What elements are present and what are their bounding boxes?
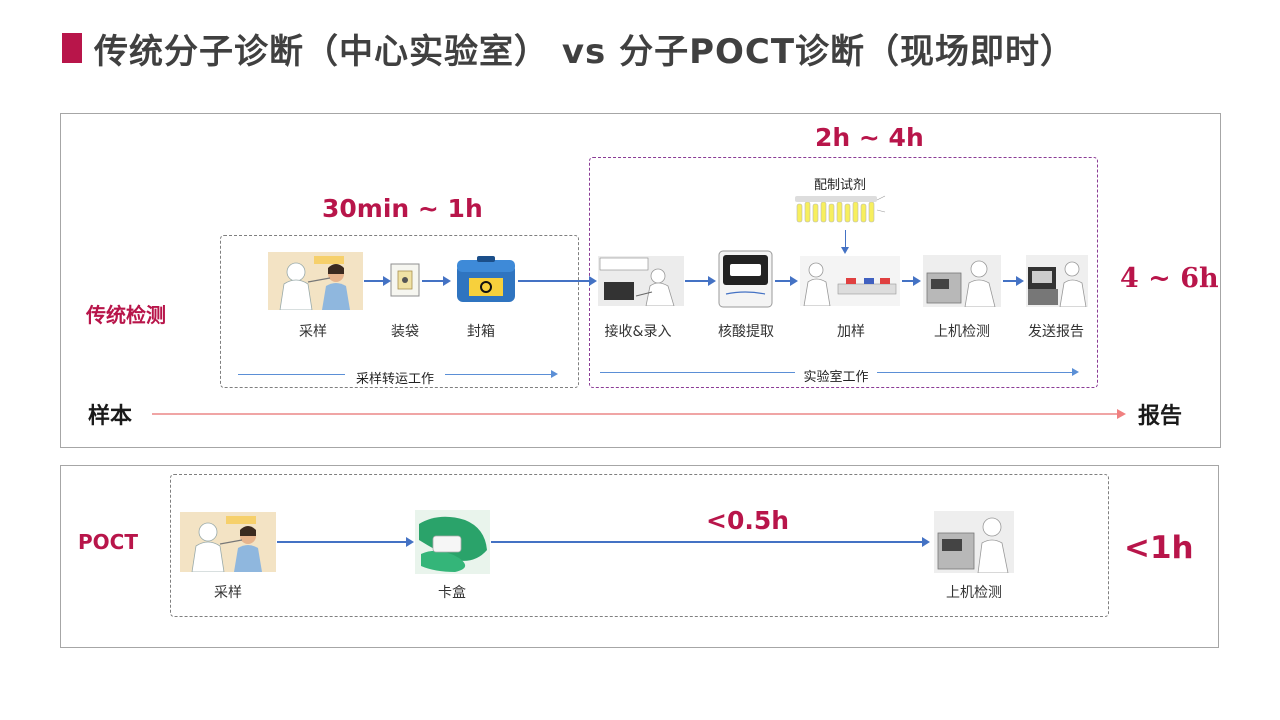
lab-time: 2h ~ 4h	[815, 123, 924, 152]
timeline-line	[152, 413, 1118, 415]
flow-arrow-5-head	[790, 276, 798, 286]
poct-arrow-2	[491, 541, 923, 543]
step-label-testing: 上机检测	[934, 324, 990, 340]
lab-span-head	[1072, 368, 1079, 376]
flow-arrow-7	[1003, 280, 1017, 282]
sample-label: 样本	[88, 404, 133, 429]
flow-arrow-1-head	[383, 276, 391, 286]
page-title: 传统分子诊断（中心实验室） vs 分子POCT诊断（现场即时）	[94, 32, 1076, 72]
pcr-instrument-icon	[718, 250, 773, 308]
step-label-extraction: 核酸提取	[718, 324, 774, 340]
flow-arrow-2-head	[443, 276, 451, 286]
poct-group	[170, 474, 1109, 617]
cartridge-gloves-icon	[415, 510, 490, 574]
poct-flow-time: <0.5h	[706, 506, 790, 535]
reagent-arrow-head	[841, 247, 849, 254]
poct-step-label-cartridge: 卡盒	[438, 585, 466, 601]
reagent-tubes-icon	[793, 192, 893, 228]
specimen-bag-icon	[390, 263, 420, 297]
flow-arrow-3-head	[589, 276, 597, 286]
report-sending-icon	[1026, 255, 1088, 307]
poct-arrow-2-head	[922, 537, 930, 547]
traditional-row-label: 传统检测	[86, 303, 166, 327]
instrument-testing-icon	[923, 255, 1001, 307]
poct-total-time: <1h	[1124, 530, 1194, 566]
step-label-report: 发送报告	[1028, 324, 1084, 340]
flow-arrow-3	[518, 280, 590, 282]
report-label: 报告	[1138, 404, 1183, 429]
step-label-sampling: 采样	[299, 324, 327, 340]
poct-arrow-1-head	[406, 537, 414, 547]
flow-arrow-4-head	[708, 276, 716, 286]
sampling-scene-icon	[268, 252, 363, 310]
instrument-testing-icon	[934, 511, 1014, 573]
flow-arrow-6-head	[913, 276, 921, 286]
lab-caption: 实验室工作	[795, 366, 877, 385]
reagent-arrow-line	[845, 230, 846, 248]
traditional-total-time: 4 ~ 6h	[1120, 263, 1219, 294]
pipetting-scene-icon	[800, 256, 900, 306]
poct-row-label: POCT	[78, 530, 138, 554]
step-label-loading: 加样	[837, 324, 865, 340]
flow-arrow-1	[364, 280, 384, 282]
step-label-bagging: 装袋	[391, 324, 419, 340]
poct-step-label-testing: 上机检测	[946, 585, 1002, 601]
flow-arrow-2	[422, 280, 444, 282]
poct-step-label-sampling: 采样	[214, 585, 242, 601]
transport-time: 30min ~ 1h	[322, 194, 483, 223]
biohazard-box-icon	[455, 256, 517, 304]
title-accent-bar	[62, 33, 82, 63]
transport-span-head	[551, 370, 558, 378]
sampling-scene-icon	[180, 512, 276, 572]
lab-group	[589, 157, 1098, 388]
step-label-receive-entry: 接收&录入	[604, 324, 672, 340]
poct-arrow-1	[277, 541, 407, 543]
flow-arrow-7-head	[1016, 276, 1024, 286]
transport-group	[220, 235, 579, 388]
step-label-boxing: 封箱	[467, 324, 495, 340]
flow-arrow-5	[775, 280, 791, 282]
transport-caption: 采样转运工作	[345, 368, 445, 387]
data-entry-scene-icon	[598, 256, 684, 306]
reagent-label: 配制试剂	[813, 178, 866, 193]
flow-arrow-6	[902, 280, 914, 282]
timeline-head	[1117, 409, 1126, 419]
flow-arrow-4	[685, 280, 709, 282]
